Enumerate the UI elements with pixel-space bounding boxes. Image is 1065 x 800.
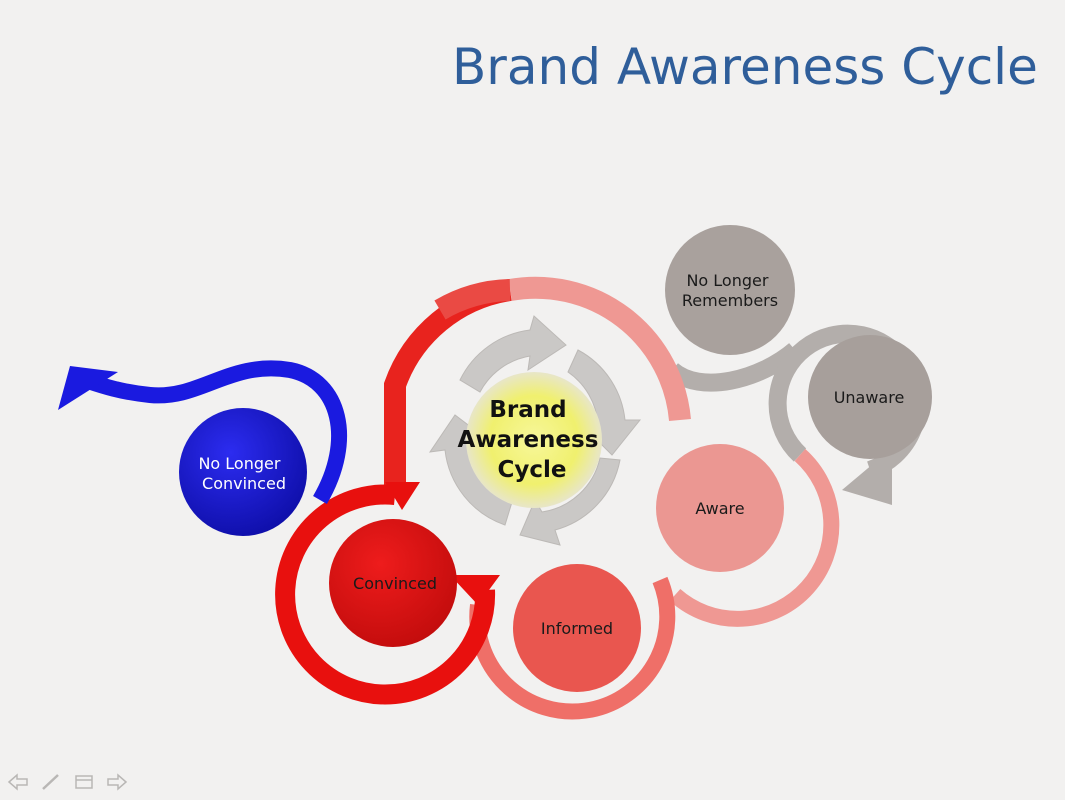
next-slide-button[interactable] [105,770,129,794]
node-convinced [329,519,457,647]
slide-nav-bar [6,770,129,794]
node-no-longer-convinced [179,408,307,536]
label-unaware: Unaware [834,388,905,407]
center-cycle-arrows [428,315,642,546]
slide-title: Brand Awareness Cycle [452,38,1038,96]
aware-ring [669,449,840,627]
slide-menu-button[interactable] [72,770,96,794]
label-aware: Aware [695,499,744,518]
label-informed: Informed [541,619,613,638]
label-no-longer-remembers: No Longer Remembers [682,271,778,310]
node-unaware [808,335,932,459]
pen-button[interactable] [39,770,63,794]
node-aware [656,444,784,572]
light-red-ring [508,276,691,422]
node-informed [513,564,641,692]
red-arrowhead-inner [385,482,420,510]
big-red-ring-accent [434,279,511,320]
blue-exit-arrow [82,360,348,505]
informed-ring [469,576,676,720]
slide-menu-icon [75,775,93,789]
label-no-longer-convinced: No Longer Convinced [198,454,286,493]
blue-arrowhead [58,366,118,410]
prev-slide-button[interactable] [6,770,30,794]
arrow-left-icon [7,773,28,791]
arrow-right-icon [107,773,128,791]
center-glow [466,372,602,508]
convinced-ring [275,484,496,705]
pen-icon [42,774,59,790]
label-convinced: Convinced [353,574,437,593]
red-arrowhead [450,575,500,605]
center-label: Brand Awareness Cycle [458,397,607,483]
gray-arrowhead [842,448,892,505]
node-no-longer-remembers [665,225,795,355]
gray-return-arc [666,342,801,392]
